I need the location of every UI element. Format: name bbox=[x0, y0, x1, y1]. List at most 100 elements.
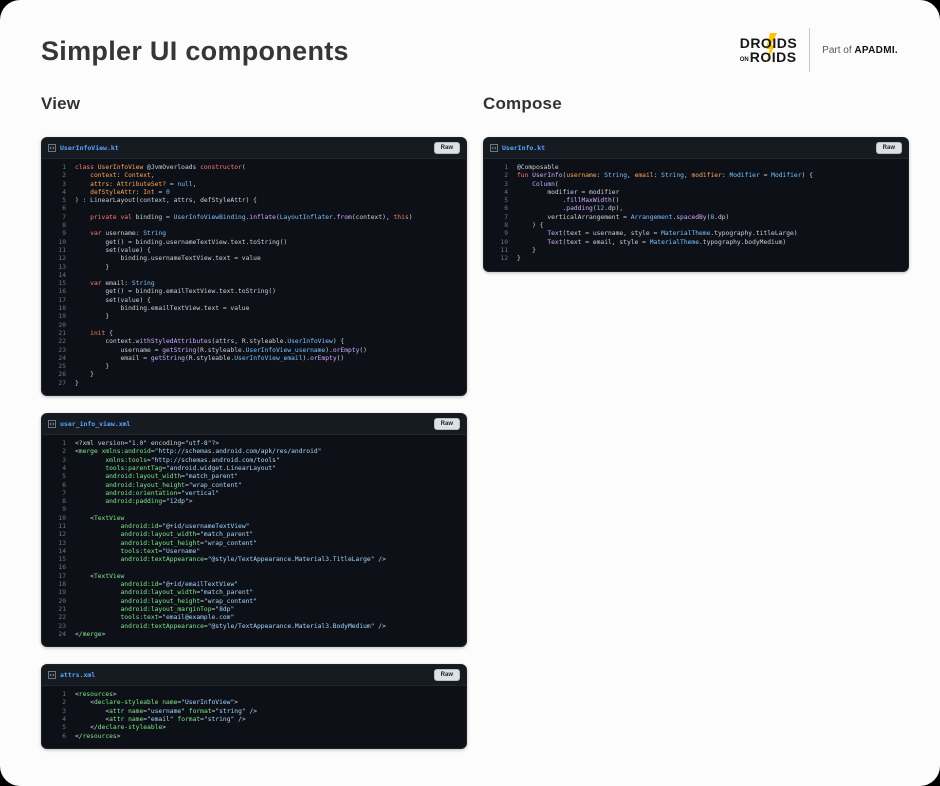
code-text: android:layout_height="wrap_content" bbox=[120, 597, 258, 605]
code-text bbox=[75, 272, 79, 280]
line-number: 10 bbox=[500, 238, 508, 246]
line-number: 12 bbox=[58, 255, 66, 263]
code-text: private val binding = UserInfoViewBindin… bbox=[75, 213, 413, 221]
code-text: <attr name="email" format="string" /> bbox=[75, 716, 246, 724]
code-line: 1<?xml version="1.0" encoding="utf-8"?> bbox=[42, 440, 466, 448]
line-number: 6 bbox=[504, 205, 508, 213]
code-text: Text(text = email, style = MaterialTheme… bbox=[547, 238, 787, 246]
code-text: } bbox=[517, 255, 521, 263]
code-line: 9 Text(text = username, style = Material… bbox=[484, 230, 908, 238]
partner-label: Part of APADMI. bbox=[822, 45, 898, 56]
code-line: 5 </declare-styleable> bbox=[42, 724, 466, 732]
code-text: context.withStyledAttributes(attrs, R.st… bbox=[75, 338, 345, 346]
filename-link[interactable]: UserInfoView.kt bbox=[60, 144, 119, 152]
line-number: 18 bbox=[58, 581, 66, 589]
code-text: fun UserInfo(username: String, email: St… bbox=[517, 172, 813, 180]
code-line: 12 binding.usernameTextView.text = value bbox=[42, 255, 466, 263]
code-text bbox=[75, 322, 79, 330]
code-text: android:layout_width="match_parent" bbox=[120, 531, 254, 539]
code-text: modifier = modifier bbox=[517, 188, 620, 196]
code-line: 6 android:layout_height="wrap_content" bbox=[42, 482, 466, 490]
code-text: </resources> bbox=[75, 732, 121, 740]
code-line: 14 bbox=[42, 272, 466, 280]
line-number: 5 bbox=[62, 473, 66, 481]
code-line: 3 <attr name="username" format="string" … bbox=[42, 708, 466, 716]
logo-line1: DROIDS bbox=[739, 35, 798, 51]
code-line: 2<merge xmlns:android="http://schemas.an… bbox=[42, 448, 466, 456]
code-text: } bbox=[75, 379, 79, 387]
line-number: 1 bbox=[62, 440, 66, 448]
code-text: class UserInfoView @JvmOverloads constru… bbox=[75, 164, 246, 171]
code-text bbox=[75, 506, 79, 514]
code-text: init { bbox=[75, 329, 113, 337]
line-number: 9 bbox=[504, 230, 508, 238]
raw-button[interactable]: Raw bbox=[433, 669, 460, 682]
code-text: android:layout_marginTop="8dp" bbox=[120, 605, 235, 613]
code-line: 1<resources> bbox=[42, 691, 466, 699]
line-number: 26 bbox=[58, 371, 66, 379]
code-text: <merge xmlns:android="http://schemas.and… bbox=[75, 448, 322, 456]
code-line: 9 var username: String bbox=[42, 230, 466, 238]
code-line: 6 bbox=[42, 205, 466, 213]
lightning-bolt-icon bbox=[765, 33, 777, 63]
line-number: 8 bbox=[62, 222, 66, 230]
code-line: 10 get() = binding.usernameTextView.text… bbox=[42, 239, 466, 247]
line-number: 22 bbox=[58, 338, 66, 346]
filename-link[interactable]: attrs.xml bbox=[60, 671, 96, 680]
code-text: @Composable bbox=[517, 164, 559, 171]
code-line: 25 } bbox=[42, 363, 466, 371]
code-text: tools:text="Username" bbox=[120, 547, 201, 555]
line-number: 5 bbox=[62, 724, 66, 732]
code-text: ) { bbox=[517, 222, 544, 230]
raw-button[interactable]: Raw bbox=[875, 142, 902, 154]
line-number: 2 bbox=[504, 172, 508, 180]
droids-on-roids-wordmark: DROIDS ON ROIDS bbox=[739, 33, 798, 64]
line-number: 16 bbox=[58, 564, 66, 572]
code-line: 21 android:layout_marginTop="8dp" bbox=[42, 606, 466, 614]
code-text: <TextView bbox=[75, 514, 125, 522]
code-text: Column( bbox=[532, 180, 559, 188]
line-number: 5 bbox=[62, 197, 66, 205]
line-number: 27 bbox=[58, 379, 66, 387]
line-number: 8 bbox=[62, 498, 66, 506]
code-file-icon bbox=[48, 420, 56, 429]
line-number: 11 bbox=[500, 246, 508, 254]
raw-button[interactable]: Raw bbox=[433, 142, 460, 154]
code-text: xmlns:tools="http://schemas.android.com/… bbox=[105, 456, 280, 464]
filename-link[interactable]: UserInfo.kt bbox=[502, 144, 546, 152]
line-number: 1 bbox=[62, 691, 66, 699]
code-line: 24</merge> bbox=[42, 631, 466, 639]
code-line: 2 <declare-styleable name="UserInfoView"… bbox=[42, 699, 466, 707]
code-text: android:layout_height="wrap_content" bbox=[105, 481, 242, 489]
line-number: 17 bbox=[58, 572, 66, 580]
line-number: 10 bbox=[58, 514, 66, 522]
code-text: get() = binding.usernameTextView.text.to… bbox=[75, 238, 288, 246]
code-text: .padding(12.dp), bbox=[517, 205, 624, 213]
line-number: 8 bbox=[504, 222, 508, 230]
line-number: 6 bbox=[62, 205, 66, 213]
code-line: 18 android:id="@+id/emailTextView" bbox=[42, 581, 466, 589]
code-text: } bbox=[75, 371, 94, 379]
code-text: set(value) { bbox=[75, 246, 151, 254]
code-line: 8 ) { bbox=[484, 222, 908, 230]
code-text: <declare-styleable name="UserInfoView"> bbox=[75, 699, 239, 707]
code-line: 4 defStyleAttr: Int = 0 bbox=[42, 189, 466, 197]
line-number: 22 bbox=[58, 614, 66, 622]
code-text: defStyleAttr: Int = 0 bbox=[90, 188, 170, 196]
code-line: 2 fun UserInfo(username: String, email: S… bbox=[484, 172, 908, 180]
code-file-icon bbox=[490, 144, 498, 152]
code-header: user_info_view.xml Raw bbox=[42, 414, 466, 436]
line-number: 5 bbox=[504, 197, 508, 205]
code-text: verticalArrangement = Arrangement.spaced… bbox=[517, 213, 730, 221]
raw-button[interactable]: Raw bbox=[433, 418, 460, 431]
line-number: 18 bbox=[58, 305, 66, 313]
filename-link[interactable]: user_info_view.xml bbox=[60, 420, 131, 429]
code-line: 18 binding.emailTextView.text = value bbox=[42, 305, 466, 313]
line-number: 21 bbox=[58, 605, 66, 613]
line-number: 12 bbox=[500, 255, 508, 263]
code-line: 5 .fillMaxWidth() bbox=[484, 197, 908, 205]
code-text: </declare-styleable> bbox=[75, 724, 166, 732]
code-line: 14 tools:text="Username" bbox=[42, 548, 466, 556]
